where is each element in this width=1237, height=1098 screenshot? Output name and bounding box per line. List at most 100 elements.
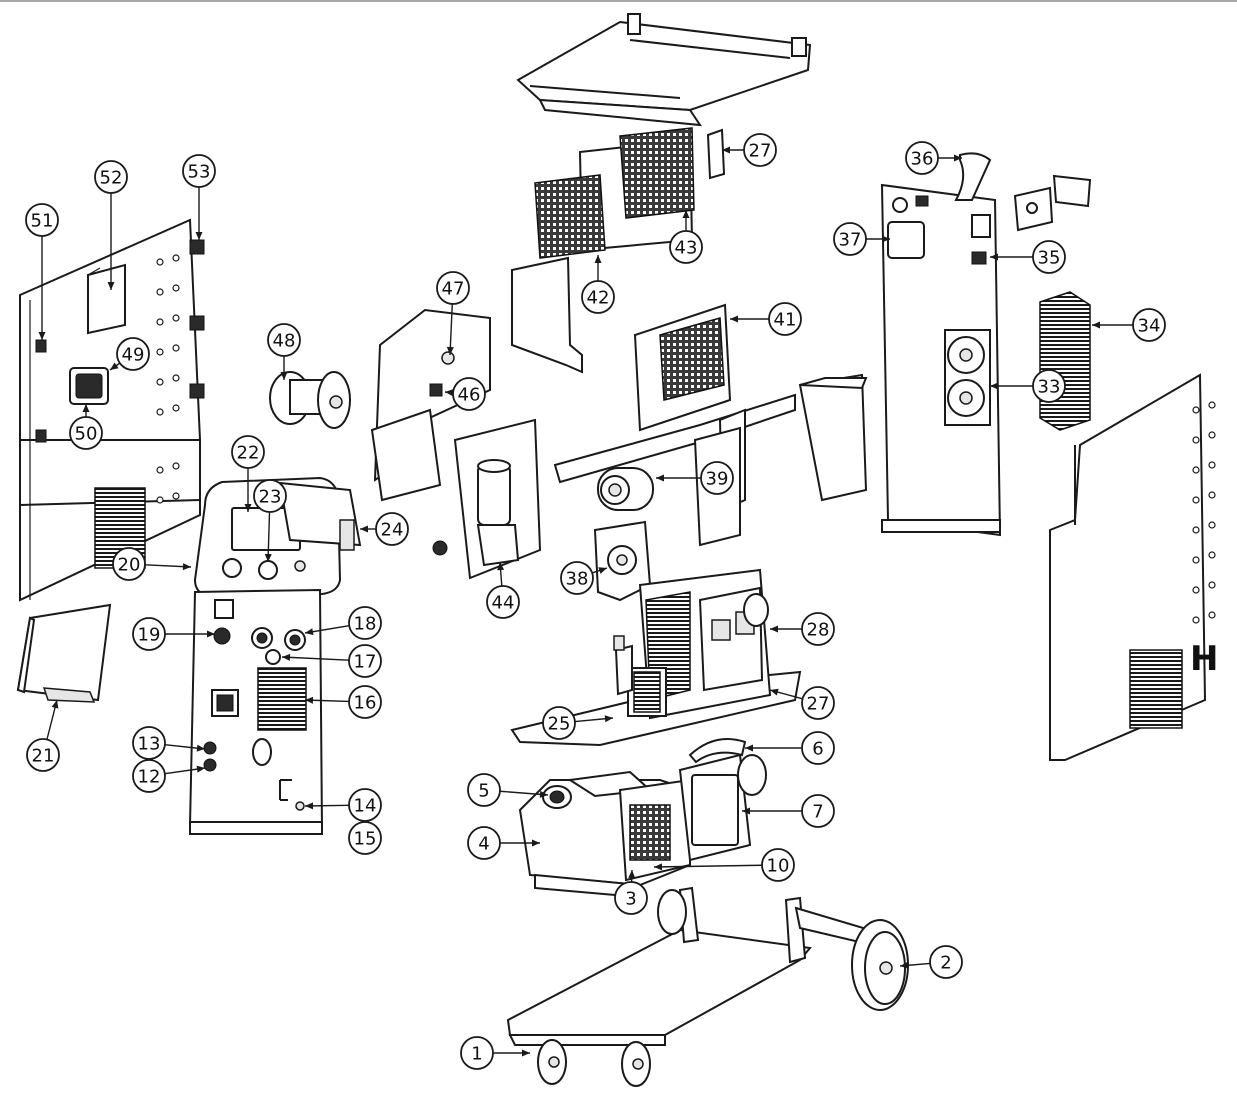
callout-label: 18 [354, 614, 377, 635]
callout-circle [94, 160, 128, 194]
callout-label: 2 [940, 953, 951, 974]
callout-28: 28 [770, 612, 835, 646]
callout-circle [905, 141, 939, 175]
callout-circle [26, 738, 60, 772]
callout-27: 27 [722, 133, 777, 167]
leader-arrowhead [110, 362, 119, 370]
callout-43: 43 [669, 210, 703, 264]
leader-arrowhead [990, 253, 998, 261]
callout-circle [1032, 369, 1066, 403]
callout-circle [231, 435, 265, 469]
callout-label: 25 [548, 714, 571, 735]
callout-circle [768, 302, 802, 336]
callout-53: 53 [182, 154, 216, 240]
callout-52: 52 [94, 160, 128, 290]
callout-circle [486, 585, 520, 619]
callout-circle [801, 686, 835, 720]
callout-label: 46 [458, 385, 481, 406]
fan-38 [593, 520, 652, 602]
callout-21: 21 [26, 699, 60, 772]
callout-50: 50 [69, 404, 103, 450]
callout-label: 42 [587, 288, 610, 309]
callout-label: 20 [118, 555, 141, 576]
leader-arrowhead [954, 154, 962, 162]
panel-holes [156, 254, 180, 504]
callout-37: 37 [833, 222, 890, 256]
callout-label: 21 [32, 746, 55, 767]
tunnel-bracket [798, 373, 868, 502]
callout-33: 33 [990, 369, 1066, 403]
callouts: 1234567101213141516171819202122232425272… [25, 133, 1166, 1070]
callout-18: 18 [304, 606, 382, 640]
callout-circle [467, 826, 501, 860]
callout-label: 22 [237, 443, 260, 464]
callout-circle [801, 731, 835, 765]
callout-label: 15 [354, 829, 377, 850]
callout-circle [1132, 308, 1166, 342]
callout-label: 28 [807, 620, 830, 641]
leader-arrowhead [38, 332, 46, 340]
front-panel [188, 476, 362, 835]
callout-circle [348, 821, 382, 855]
leader-arrowhead [522, 1049, 530, 1057]
control-boards [534, 127, 726, 259]
leader-arrowhead [51, 700, 59, 709]
callout-2: 2 [899, 945, 963, 979]
callout-label: 48 [273, 331, 296, 352]
leader-arrowhead [282, 653, 291, 661]
callout-circle [69, 416, 103, 450]
callout-circle [132, 617, 166, 651]
callout-label: 44 [492, 593, 515, 614]
callout-label: 5 [478, 781, 489, 802]
callout-circle [700, 461, 734, 495]
callout-label: 13 [138, 734, 161, 755]
callout-circle [542, 706, 576, 740]
callout-circle [581, 280, 615, 314]
callout-circle [348, 644, 382, 678]
callout-label: 49 [122, 345, 145, 366]
leader-arrowhead [264, 553, 272, 562]
main-chassis [553, 303, 796, 547]
callout-circle [132, 726, 166, 760]
callout-circle [761, 848, 795, 882]
callout-label: 7 [812, 802, 823, 823]
callout-6: 6 [745, 731, 835, 765]
bracket-plate [511, 256, 583, 374]
callout-label: 27 [749, 141, 772, 162]
callout-circle [116, 337, 150, 371]
callout-34: 34 [1092, 308, 1166, 342]
callout-16: 16 [304, 685, 382, 719]
latch-51 [35, 339, 47, 353]
left-side-panel [19, 218, 205, 602]
callout-label: 10 [767, 856, 790, 877]
leader-arrowhead [446, 346, 454, 355]
callout-circle [182, 154, 216, 188]
leader-arrowhead [770, 625, 778, 633]
callout-46: 46 [444, 377, 486, 411]
callout-label: 38 [566, 569, 589, 590]
callout-3: 3 [614, 869, 648, 915]
callout-circle [743, 133, 777, 167]
leader-line [281, 656, 350, 661]
leader-line [653, 864, 763, 868]
callout-7: 7 [742, 794, 835, 828]
leader-arrowhead [532, 839, 540, 847]
callout-circle [801, 794, 835, 828]
callout-label: 23 [259, 487, 282, 508]
callout-24: 24 [360, 512, 409, 546]
callout-circle [25, 203, 59, 237]
callout-19: 19 [132, 617, 215, 651]
callout-label: 53 [188, 162, 211, 183]
callout-circle [348, 606, 382, 640]
spool-holder-48 [269, 371, 351, 429]
top-cover [516, 13, 812, 127]
callout-label: 43 [675, 238, 698, 259]
callout-36: 36 [905, 141, 962, 175]
leader-arrowhead [539, 790, 548, 798]
leader-arrowhead [594, 255, 602, 263]
callout-circle [375, 512, 409, 546]
leader-arrowhead [196, 765, 205, 773]
leader-arrowhead [722, 146, 730, 154]
leader-arrowhead [196, 744, 205, 752]
callout-circle [348, 788, 382, 822]
